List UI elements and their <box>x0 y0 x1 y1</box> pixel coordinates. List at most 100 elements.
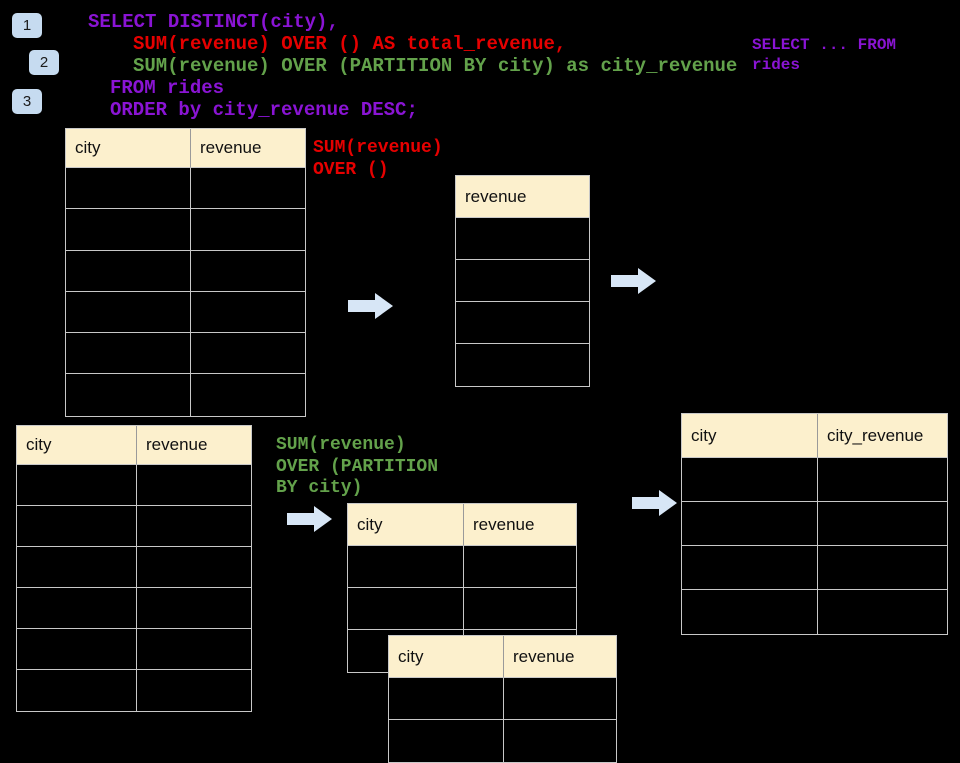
table-header-cell: revenue <box>191 129 305 168</box>
table-cell <box>66 374 191 416</box>
table-row <box>389 678 616 720</box>
table-row <box>456 260 589 302</box>
table-row <box>17 670 251 711</box>
slide-canvas: { "colors": { "background": "#000000", "… <box>12 11 948 763</box>
table-cell <box>456 260 589 302</box>
table-cell <box>137 547 251 588</box>
arrow-right-icon <box>611 268 656 294</box>
table-row <box>348 546 576 588</box>
table-cell <box>456 218 589 260</box>
table-cell <box>682 458 818 502</box>
table-row <box>17 547 251 588</box>
table-cell <box>389 720 504 762</box>
table-row <box>682 458 947 502</box>
table-header-cell: city <box>17 426 137 465</box>
table-cell <box>66 291 191 334</box>
sql-line-select: SELECT DISTINCT(city), <box>88 11 339 33</box>
table-cell <box>17 670 137 711</box>
table-row <box>456 218 589 260</box>
table-cell <box>682 502 818 546</box>
partition-label-line2: OVER (PARTITION <box>276 457 439 477</box>
table-cell <box>66 250 191 292</box>
sql-line-order: ORDER by city_revenue DESC; <box>110 99 418 121</box>
table-cell <box>137 670 251 711</box>
table-cell <box>456 344 589 386</box>
table-row <box>17 465 251 506</box>
table-cell <box>818 546 947 590</box>
sql-line-from: FROM rides <box>110 77 225 99</box>
arrow-right-icon <box>632 490 677 516</box>
partition-label-line3: BY city) <box>276 478 363 498</box>
table-header-cell: city <box>348 504 464 546</box>
total-revenue-result-table: revenue <box>455 175 590 387</box>
table-row <box>348 588 576 630</box>
table-cell <box>682 590 818 634</box>
table-header-cell: city <box>389 636 504 678</box>
table-cell <box>464 588 576 630</box>
table-cell <box>137 506 251 547</box>
table-row <box>682 546 947 590</box>
table-header-cell: revenue <box>137 426 251 465</box>
table-row <box>66 374 305 416</box>
table-row <box>456 302 589 344</box>
table-row <box>682 590 947 634</box>
total-label-line1: SUM(revenue) <box>313 138 443 158</box>
table-row <box>17 588 251 629</box>
table-cell <box>389 678 504 720</box>
table-cell <box>348 588 464 630</box>
table-header-cell: city <box>66 129 191 168</box>
table-cell <box>191 291 305 334</box>
table-cell <box>456 302 589 344</box>
side-note-select-from: SELECT ... FROM <box>752 36 897 54</box>
table-header-cell: revenue <box>504 636 616 678</box>
table-row <box>17 506 251 547</box>
table-header-cell: city <box>682 414 818 458</box>
table-header-cell: city_revenue <box>818 414 947 458</box>
table-cell <box>504 720 616 762</box>
table-row <box>66 291 305 334</box>
table-row <box>66 250 305 292</box>
table-header-cell: revenue <box>464 504 576 546</box>
table-cell <box>464 546 576 588</box>
table-cell <box>191 209 305 251</box>
table-cell <box>682 546 818 590</box>
step-badge-1: 1 <box>12 13 42 38</box>
table-cell <box>191 168 305 210</box>
table-cell <box>504 678 616 720</box>
table-cell <box>17 506 137 547</box>
step-badge-3: 3 <box>12 89 42 114</box>
table-cell <box>191 250 305 292</box>
sql-line-total: SUM(revenue) OVER () AS total_revenue, <box>133 33 567 55</box>
table-cell <box>137 588 251 629</box>
table-row <box>456 344 589 386</box>
table-header-row: revenue <box>456 176 589 218</box>
table-cell <box>66 333 191 375</box>
table-row <box>66 209 305 251</box>
table-cell <box>137 629 251 670</box>
table-cell <box>818 502 947 546</box>
table-row <box>682 502 947 546</box>
table-header-cell: revenue <box>456 176 589 218</box>
table-cell <box>191 374 305 416</box>
total-label-line2: OVER () <box>313 160 389 180</box>
table-cell <box>818 590 947 634</box>
table-row <box>66 168 305 210</box>
table-row <box>66 333 305 375</box>
table-row <box>389 720 616 762</box>
sql-line-partition: SUM(revenue) OVER (PARTITION BY city) as… <box>133 55 738 77</box>
table-cell <box>17 465 137 506</box>
arrow-right-icon <box>287 506 332 532</box>
side-note-rides: rides <box>752 56 801 74</box>
partition-label-line1: SUM(revenue) <box>276 435 406 455</box>
arrow-right-icon <box>348 293 393 319</box>
table-cell <box>17 629 137 670</box>
table-cell <box>818 458 947 502</box>
